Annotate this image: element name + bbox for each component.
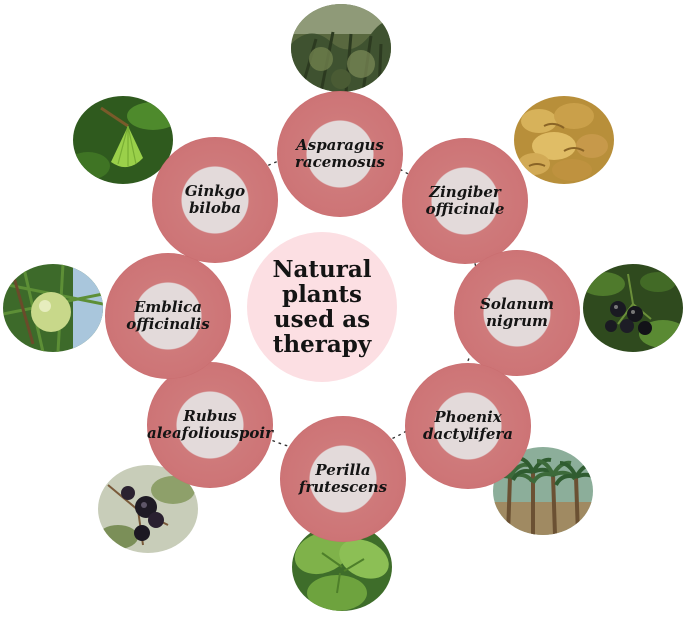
plant-name-zingiber: Zingiber officinale: [425, 183, 505, 218]
plant-ring-zingiber: Zingiber officinale: [402, 138, 528, 264]
blackberries-photo: [98, 465, 198, 553]
asparagus-forest-photo: [291, 4, 391, 92]
plant-name-ginkgo: Ginkgo biloba: [184, 182, 246, 217]
amla-fruit-photo: [3, 264, 103, 352]
center-topic-label: Natural plants used as therapy: [272, 256, 372, 358]
plant-name-emblica: Emblica officinalis: [126, 298, 210, 333]
plant-name-rubus: Rubus aleafoliouspoir: [147, 407, 273, 442]
plant-name-asparagus: Asparagus racemosus: [295, 136, 385, 171]
ginger-root-photo: [514, 96, 614, 184]
plant-ring-phoenix: Phoenix dactylifera: [405, 363, 531, 489]
black-nightshade-berries-photo: [583, 264, 683, 352]
plant-ring-asparagus: Asparagus racemosus: [277, 91, 403, 217]
plant-ring-solanum: Solanum nigrum: [454, 250, 580, 376]
plant-ring-rubus: Rubus aleafoliouspoir: [147, 362, 273, 488]
plant-ring-ginkgo: Ginkgo biloba: [152, 137, 278, 263]
plant-name-phoenix: Phoenix dactylifera: [423, 408, 513, 443]
perilla-leaves-photo: [292, 523, 392, 611]
plant-ring-emblica: Emblica officinalis: [105, 253, 231, 379]
plant-name-perilla: Perilla frutescens: [298, 461, 388, 496]
plant-ring-perilla: Perilla frutescens: [280, 416, 406, 542]
plant-name-solanum: Solanum nigrum: [480, 295, 554, 330]
center-topic-circle: Natural plants used as therapy: [247, 232, 397, 382]
